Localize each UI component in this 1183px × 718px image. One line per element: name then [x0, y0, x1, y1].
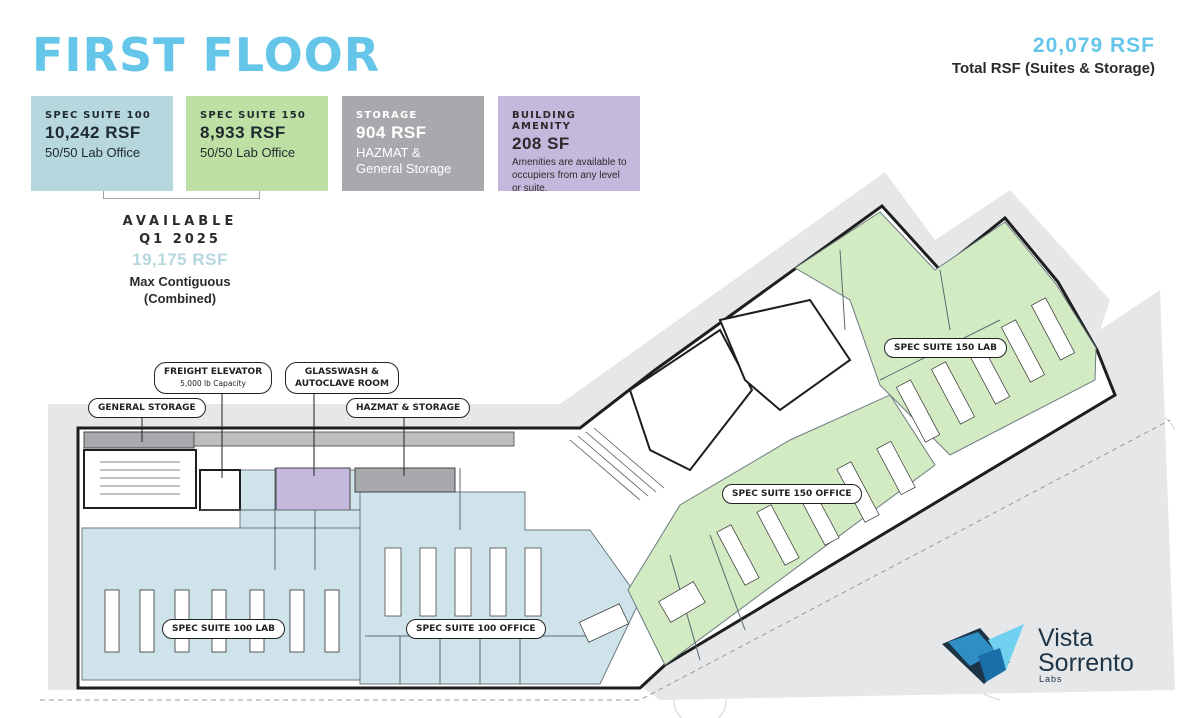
card-heading: SPEC SUITE 100	[45, 110, 152, 121]
label-freight-elevator-title: FREIGHT ELEVATOR	[164, 367, 263, 377]
availability-bracket	[103, 191, 260, 199]
amenity-room	[275, 467, 351, 511]
label-freight-capacity: 5,000 lb Capacity	[180, 379, 246, 388]
label-suite-150-lab: SPEC SUITE 150 LAB	[884, 338, 1008, 358]
card-heading: STORAGE	[356, 110, 418, 121]
total-rsf-value: 20,079 RSF	[1032, 34, 1155, 57]
availability-note-line2: (Combined)	[143, 291, 217, 306]
card-spec-suite-150: SPEC SUITE 150 8,933 RSF 50/50 Lab Offic…	[186, 96, 328, 191]
hazmat-storage-room	[354, 467, 456, 493]
label-suite-100-office: SPEC SUITE 100 OFFICE	[406, 619, 546, 639]
card-heading: BUILDING AMENITY	[512, 110, 577, 132]
card-desc: 50/50 Lab Office	[45, 145, 141, 160]
card-value: 208 SF	[512, 134, 570, 153]
general-storage-room	[83, 431, 195, 449]
total-rsf-block: 20,079 RSF Total RSF (Suites & Storage)	[952, 34, 1155, 77]
label-glasswash-autoclave: GLASSWASH & AUTOCLAVE ROOM	[285, 362, 399, 394]
logo-text-labs: Labs	[1039, 674, 1063, 684]
card-storage: STORAGE 904 RSF HAZMAT & General Storage	[342, 96, 484, 191]
card-value: 8,933 RSF	[200, 123, 286, 142]
availability-rsf: 19,175 RSF	[132, 250, 228, 269]
label-freight-elevator: FREIGHT ELEVATOR 5,000 lb Capacity	[154, 362, 273, 394]
card-desc: Amenities are available to occupiers fro…	[512, 157, 627, 194]
stair-lines	[100, 427, 665, 501]
building-core	[83, 298, 852, 511]
card-value: 904 RSF	[356, 123, 427, 142]
logo-text-sorrento: Sorrento	[1038, 649, 1134, 677]
label-glasswash-line2: AUTOCLAVE ROOM	[295, 379, 389, 389]
availability-note: Max Contiguous (Combined)	[100, 273, 260, 307]
page-title: FIRST FLOOR	[32, 28, 381, 82]
label-suite-100-lab: SPEC SUITE 100 LAB	[162, 619, 286, 639]
availability-label: AVAILABLE	[122, 214, 238, 229]
card-value: 10,242 RSF	[45, 123, 141, 142]
suite-150-lab-area	[794, 211, 1097, 456]
vista-sorrento-logo-icon	[942, 624, 1024, 684]
label-general-storage: GENERAL STORAGE	[88, 398, 206, 418]
total-rsf-label: Total RSF (Suites & Storage)	[951, 60, 1155, 77]
vista-sorrento-logo: Vista Sorrento Labs	[940, 622, 1165, 692]
label-hazmat-storage: HAZMAT & STORAGE	[346, 398, 471, 418]
property-line	[40, 419, 1171, 701]
storage-strip	[193, 431, 515, 447]
card-desc: HAZMAT & General Storage	[356, 145, 452, 176]
card-desc: 50/50 Lab Office	[200, 145, 296, 160]
card-building-amenity: BUILDING AMENITY 208 SF Amenities are av…	[498, 96, 640, 194]
availability-note-line1: Max Contiguous	[129, 274, 231, 289]
availability-block: AVAILABLE Q1 2025 19,175 RSF Max Contigu…	[100, 214, 260, 307]
availability-date: Q1 2025	[139, 232, 221, 247]
leader-lines	[141, 390, 405, 478]
suite-100-workstations	[384, 547, 630, 643]
card-spec-suite-100: SPEC SUITE 100 10,242 RSF 50/50 Lab Offi…	[31, 96, 173, 191]
label-suite-150-office: SPEC SUITE 150 OFFICE	[722, 484, 862, 504]
label-glasswash-line1: GLASSWASH &	[304, 367, 380, 377]
card-heading: SPEC SUITE 150	[200, 110, 307, 121]
logo-text-vista: Vista	[1038, 624, 1094, 652]
